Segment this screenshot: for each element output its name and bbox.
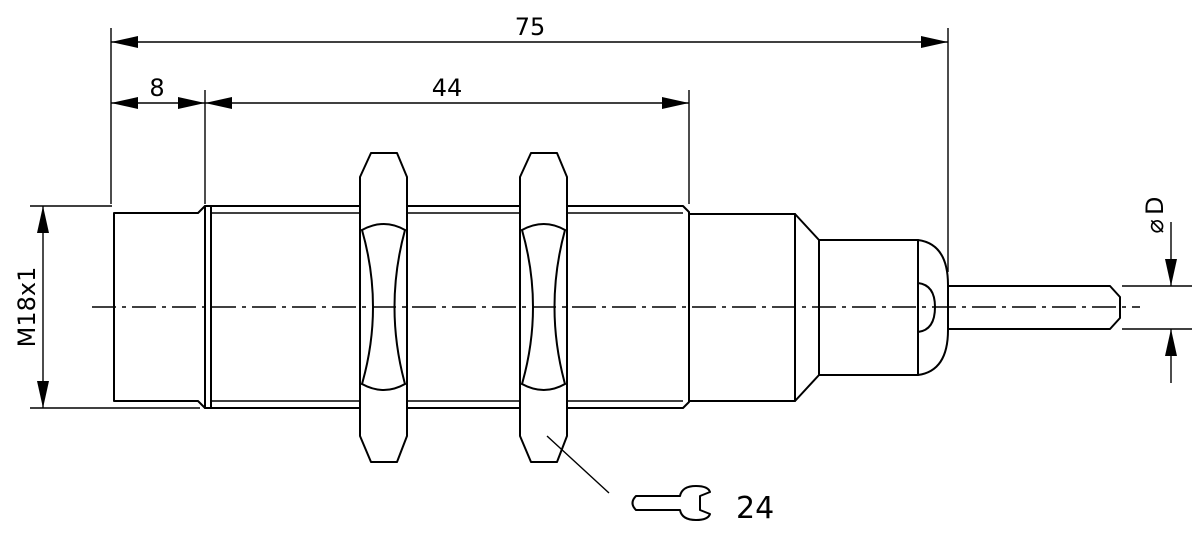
dimension-thread-length: 44	[205, 74, 690, 204]
diameter-symbol: ⌀	[1141, 219, 1169, 233]
dimension-label-44: 44	[432, 74, 463, 102]
dimension-thread-size: M18x1	[13, 205, 200, 409]
dimension-label-75: 75	[515, 13, 546, 41]
dimension-front-length: 8	[111, 74, 206, 204]
threaded-barrel	[204, 205, 690, 409]
dimension-cable-diameter: ⌀D	[1122, 197, 1192, 383]
dimension-label-8: 8	[149, 74, 164, 102]
wrench-size-callout: 24	[546, 435, 774, 526]
leader-line	[546, 435, 610, 494]
open-end-wrench-icon	[631, 485, 711, 521]
dimension-overall-length: 75	[110, 13, 949, 272]
wrench-size-label: 24	[736, 491, 774, 526]
dimension-label-m18x1: M18x1	[13, 267, 41, 348]
cable	[947, 285, 1121, 330]
dimension-label-d: D	[1141, 197, 1169, 215]
svg-text:⌀D: ⌀D	[1141, 197, 1169, 234]
